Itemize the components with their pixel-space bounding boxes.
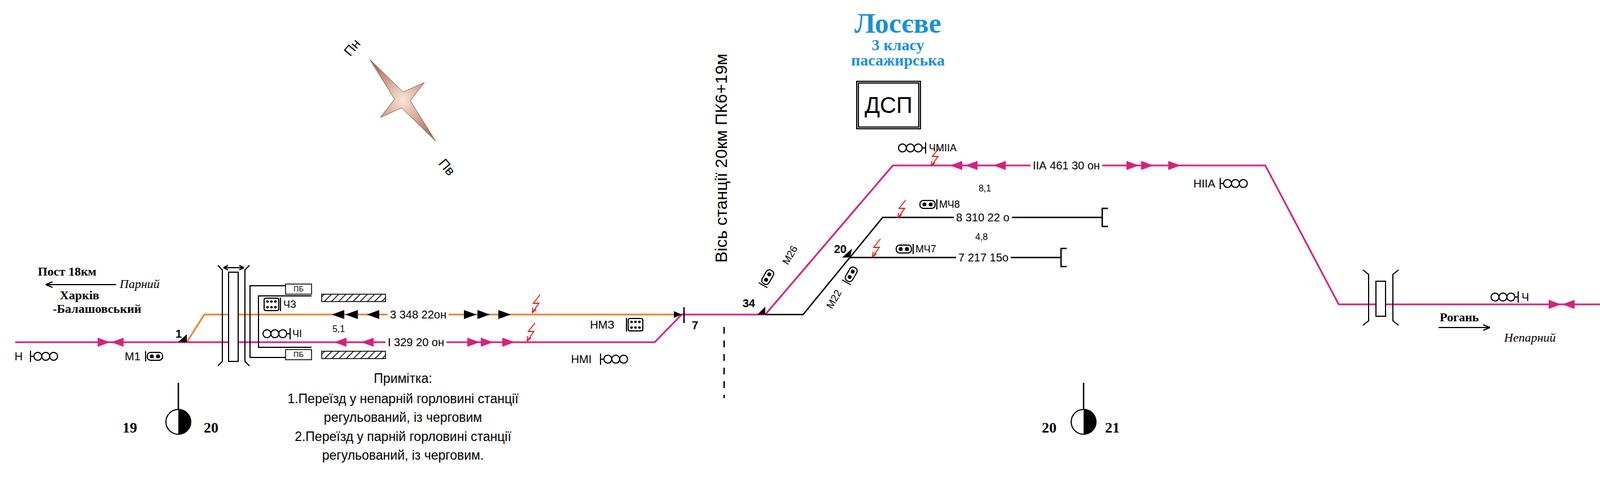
km-number: 20 [1041,419,1057,437]
station-office-box: ДСП [856,80,922,130]
km-number: 19 [122,419,138,437]
signal-name: МЧ7 [915,243,937,256]
track-length: 8,1 [978,183,992,194]
signal-name: М1 [124,349,141,363]
class-label: пасажирська [851,51,945,70]
platform-label: ПБ [293,285,304,294]
signal-name: Н [14,349,23,363]
signal-name: Ч [1521,290,1529,304]
direction-name: -Балашовський [52,301,142,316]
km-number: 21 [1105,419,1120,437]
direction-name: Рогань [1439,309,1479,324]
direction-name: Харків [59,287,100,302]
platform-label: ПБ [293,350,304,359]
axis-label: Вісь станції 20км ПК6+19м [711,53,732,263]
signal-name: НМЗ [589,318,615,332]
note-text: 1.Переїзд у непарній горловині станції р… [267,389,539,428]
track-label: 3 348 22он [387,308,449,322]
track-label: 8 310 22 о [953,211,1012,225]
note-heading: Примітка: [373,370,432,386]
signal-name: ЧЗ [283,298,297,311]
compass-label: Пн [340,35,365,59]
signal-name: МЧ8 [939,198,960,211]
signal-name: М26 [779,243,800,267]
track-label: І 329 20 он [385,335,447,349]
track-length: 5,1 [332,323,345,335]
signal-name: ЧІ [292,327,302,340]
track-label: 7 217 15о [956,251,1011,265]
direction-label: Непарний [1504,330,1556,345]
compass-label: Пв [435,155,459,179]
signal-name: М22 [823,287,844,311]
switch-number: 20 [834,242,847,256]
note-text: 2.Переїзд у парній горловині станції рег… [267,427,539,466]
signal-name: ЧМІІА [928,142,957,155]
signal-name: НМІ [571,352,593,366]
station-title: Лосєве [854,7,942,41]
direction-label: Парний [119,276,160,291]
direction-name: Пост 18км [37,264,97,279]
signal-name: НІІА [1193,177,1216,191]
track-label: ІІА 461 30 он [1030,159,1103,173]
track-length: 4,8 [975,231,988,243]
km-number: 20 [203,419,219,437]
box-text: ДСП [864,92,913,118]
switch-number: 7 [691,318,699,332]
switch-number: 1 [175,327,182,341]
switch-number: 34 [742,296,756,310]
